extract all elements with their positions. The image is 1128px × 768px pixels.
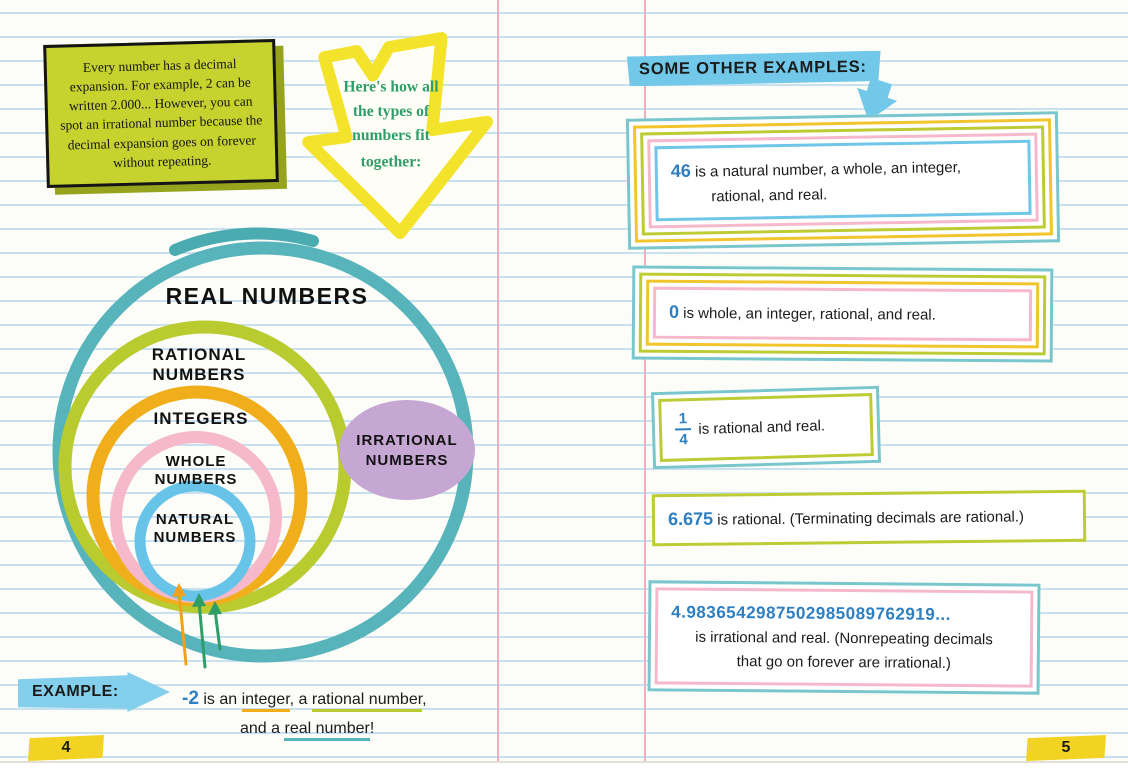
label-rational-1: RATIONAL (152, 345, 247, 364)
example-46-text2: rational, and real. (711, 186, 828, 206)
example-box-46-border3: 46 is a natural number, a whole, an inte… (640, 125, 1046, 236)
fraction-one-fourth: 1 4 (674, 410, 692, 449)
example-word-integer: integer (241, 691, 290, 712)
example-box-0-content: 0 is whole, an integer, rational, and re… (652, 286, 1033, 342)
example-one-fourth-text: is rational and real. (698, 416, 826, 438)
label-irrational-2: NUMBERS (366, 452, 449, 469)
example-box-46-content: 46 is a natural number, a whole, an inte… (654, 139, 1032, 222)
orange-pointer-arrow (172, 583, 188, 666)
example-sentence-line2: and a real number! (240, 715, 427, 743)
irrational-decimal-number-line: 4.9836542987502985089762919... (671, 599, 1017, 628)
example-word-rational: rational number (311, 691, 423, 712)
example-box-0-border2: 0 is whole, an integer, rational, and re… (638, 272, 1047, 356)
label-natural-1: NATURAL (156, 511, 234, 528)
here-is-how-arrow: Here's how all the types of numbers fit … (302, 32, 493, 239)
real-circle-flourish (169, 227, 319, 256)
example-box-0: 0 is whole, an integer, rational, and re… (631, 265, 1054, 363)
label-natural-2: NUMBERS (154, 529, 237, 546)
example-seg1: is an (198, 691, 242, 708)
number-irrational-decimal: 4.9836542987502985089762919... (671, 602, 952, 624)
other-examples-header: SOME OTHER EXAMPLES: (627, 51, 881, 87)
arrow-note-line1: Here's how all (343, 79, 439, 96)
example-0-text: is whole, an integer, rational, and real… (678, 304, 936, 324)
example-box-irrational-content: 4.9836542987502985089762919... is irrati… (654, 587, 1034, 688)
number-6675: 6.675 (667, 508, 714, 530)
example-seg4: and a (240, 720, 285, 738)
page-number-5: 5 (1026, 735, 1106, 761)
label-whole-1: WHOLE (166, 453, 227, 470)
left-page-margin-line (497, 0, 499, 768)
example-box-6675-content: 6.675 is rational. (Terminating decimals… (655, 493, 1083, 543)
number-sets-diagram: REAL NUMBERS RATIONAL NUMBERS INTEGERS W… (52, 227, 475, 669)
label-irrational-1: IRRATIONAL (356, 432, 457, 449)
decimal-expansion-note-text: Every number has a decimal expansion. Fo… (60, 56, 263, 171)
irrational-decimal-text2: that go on forever are irrational.) (736, 652, 951, 672)
blue-down-arrow-icon (857, 80, 898, 121)
example-banner: EXAMPLE: (18, 672, 170, 712)
natural-numbers-circle (134, 480, 256, 602)
yellow-down-arrow-shape (302, 32, 493, 239)
example-6675-text: is rational. (Terminating decimals are r… (712, 508, 1025, 529)
example-box-46-border2: 46 is a natural number, a whole, an inte… (633, 118, 1053, 243)
example-box-one-fourth: 1 4 is rational and real. (650, 385, 882, 469)
example-box-one-fourth-content: 1 4 is rational and real. (658, 393, 874, 462)
example-box-irrational-decimal: 4.9836542987502985089762919... is irrati… (647, 580, 1041, 695)
book-bottom-edge (0, 761, 1128, 768)
example-seg2: , a (289, 691, 312, 708)
example-46-text1: is a natural number, a whole, an integer… (690, 158, 962, 181)
example-number: -2 (182, 688, 199, 709)
page-number-4: 4 (28, 735, 104, 761)
example-seg3: , (422, 691, 427, 708)
example-box-46-border4: 46 is a natural number, a whole, an inte… (647, 132, 1039, 229)
label-rational-2: NUMBERS (153, 365, 246, 384)
example-box-0-border3: 0 is whole, an integer, rational, and re… (645, 279, 1040, 349)
irrational-decimal-text1: is irrational and real. (Nonrepeating de… (695, 629, 993, 649)
number-46: 46 (670, 160, 692, 182)
arrow-note-line3: numbers fit (352, 127, 430, 144)
example-word-real: real number (284, 720, 370, 742)
right-page-margin-line (644, 0, 646, 768)
example-sentence-line1: -2 is an integer, a rational number, (182, 682, 427, 715)
green-pointer-arrow-long (192, 593, 207, 669)
fraction-numerator: 1 (674, 410, 692, 431)
decimal-expansion-note: Every number has a decimal expansion. Fo… (43, 38, 279, 188)
arrow-note-line2: the types of (353, 103, 430, 120)
example-sentence: -2 is an integer, a rational number, and… (182, 682, 427, 743)
number-0: 0 (668, 301, 680, 322)
label-whole-2: NUMBERS (155, 471, 238, 488)
example-box-46: 46 is a natural number, a whole, an inte… (625, 111, 1061, 250)
example-box-6675: 6.675 is rational. (Terminating decimals… (651, 489, 1087, 547)
green-pointer-arrow-short (208, 601, 222, 651)
fraction-denominator: 4 (679, 431, 688, 449)
arrow-note-line4: together: (361, 153, 422, 170)
label-integers: INTEGERS (154, 409, 249, 428)
label-real-numbers: REAL NUMBERS (166, 283, 369, 309)
example-seg5: ! (369, 720, 375, 738)
irrational-numbers-ellipse (339, 400, 475, 500)
